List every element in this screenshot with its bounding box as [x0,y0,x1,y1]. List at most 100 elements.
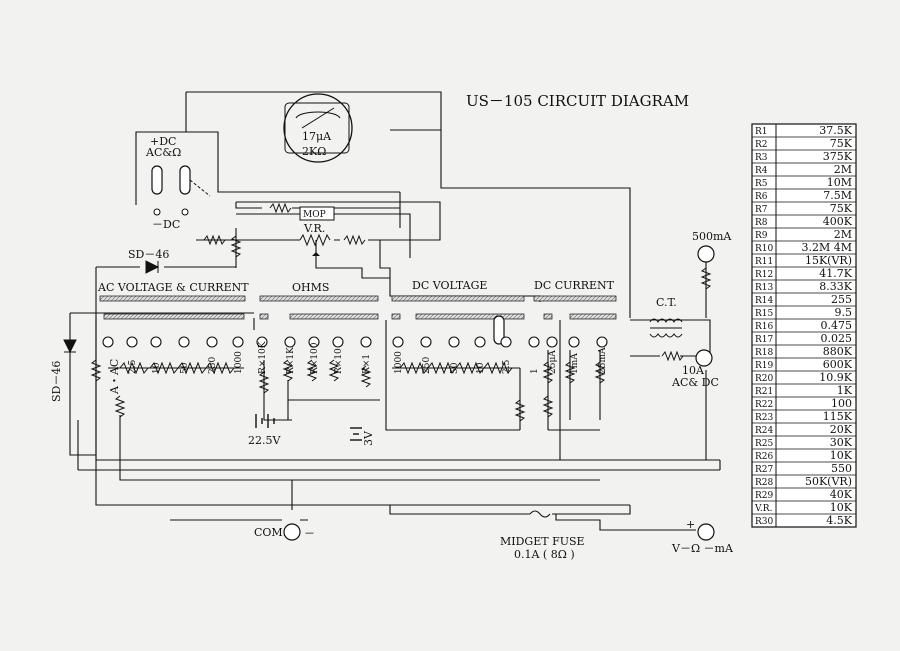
resistor-ref: V.R. [754,504,773,514]
wires [69,91,721,531]
dcv-range-label: 50 [450,362,460,374]
resistor-value: 75K [830,202,853,215]
section-ac-label: AC VOLTAGE & CURRENT [97,281,249,294]
resistor-value: 255 [831,293,852,306]
ohm-range-label: R×1K [286,347,296,374]
resistor-ref: R2 [755,140,768,150]
vr-label: V.R. [303,222,325,235]
ac-contact[interactable] [150,336,162,348]
dcv-range-label: 1000 [394,351,404,374]
function-switch: +DC AC&Ω －DC [145,135,211,231]
diode-left-label: SD－46 [50,361,63,402]
dci-contact[interactable] [568,336,580,348]
resistor-ref: R30 [755,517,774,527]
resistor-ref: R22 [755,400,773,410]
ac-contact[interactable] [126,336,138,348]
resistor-value: 10K [830,501,853,514]
ac-scale-label: A・AC [108,359,121,395]
dcv-contact[interactable] [500,336,512,348]
ohm-contact[interactable] [308,336,320,348]
com-jack[interactable] [283,523,301,541]
resistor-ref: R27 [755,465,774,475]
resistor-ref: R29 [755,491,774,501]
resistor-value: 75K [830,137,853,150]
bus-bars [99,295,617,345]
resistor-value: 30K [830,436,853,449]
resistor-value: 40K [830,488,853,501]
current-transformer [649,318,683,338]
resistor-value: 2M [834,228,852,241]
dcv-contact[interactable] [392,336,404,348]
battery-3v-label: 3V [362,430,375,446]
battery-3v [350,427,362,441]
meter-current-label: 17μA [302,130,332,143]
mop-label: MOP [303,210,326,220]
section-dcv-label: DC VOLTAGE [412,279,487,292]
resistor-ref: R5 [755,179,768,189]
resistor-ref: R21 [755,387,773,397]
resistor-value: 115K [823,410,853,423]
dcv-contact[interactable] [474,336,486,348]
resistor-value: 0.025 [821,332,853,345]
ac-contact[interactable] [178,336,190,348]
resistor-ref: R26 [755,452,774,462]
battery-22v [255,414,275,428]
battery-22v-label: 22.5V [248,434,281,447]
vma-plus: + [686,518,695,531]
resistor-ref: R16 [755,322,774,332]
dcv-contact[interactable] [420,336,432,348]
vma-jack[interactable] [697,523,715,541]
dcv-range-label: 250 [422,357,432,374]
com-minus: － [304,527,315,540]
resistor-value: 0.475 [821,319,853,332]
ohm-contact[interactable] [360,336,372,348]
dci-range-label: 1 [530,368,540,374]
switch-minus-dc-label: －DC [152,218,180,231]
dci-range-label: 25μA [548,350,558,374]
resistor-ref: R10 [755,244,774,254]
ac-range-label: 250 [208,357,218,374]
resistor-value: 20K [830,423,853,436]
dcv-contact[interactable] [448,336,460,348]
mop-vr: MOP V.R. [299,206,335,256]
diode-top-label: SD－46 [128,248,169,261]
acdc-label: AC& DC [671,376,719,389]
dcv-range-label: 2.5 [502,359,512,374]
section-dci-label: DC CURRENT [534,279,615,292]
resistor-ref: R13 [755,283,774,293]
ac-contact[interactable] [232,336,244,348]
resistor-ref: R3 [755,153,768,163]
dci-contact[interactable] [528,336,540,348]
resistor-value: 7.5M [823,189,852,202]
jack-10a[interactable] [695,349,713,367]
ac-common-contact[interactable] [102,336,114,348]
ohm-contact[interactable] [256,336,268,348]
ohm-contact[interactable] [284,336,296,348]
dci-range-label: 1mA [570,353,580,374]
resistor-value: 9.5 [835,306,853,319]
diode-left-symbol [63,339,77,354]
jack-500ma[interactable] [697,245,715,263]
dcv-range-label: 10 [476,362,486,374]
resistor-value: 10.9K [819,371,852,384]
resistor-value: 550 [831,462,852,475]
resistor-value: 10M [827,176,852,189]
dci-range-label: 25mA [598,347,608,374]
resistor-ref: R8 [755,218,768,228]
fuse-symbol [529,510,551,518]
resistor-ref: R17 [755,335,774,345]
ohm-range-label: R×100 [310,342,320,374]
section-ohms-label: OHMS [292,281,329,294]
ohm-contact[interactable] [332,336,344,348]
resistor-value: 8.33K [819,280,852,293]
dci-contact[interactable] [596,336,608,348]
dci-contact[interactable] [546,336,558,348]
switch-ac-ohm-label: AC&Ω [145,146,181,159]
ac-range-label: 1000 [234,351,244,374]
ac-range-label: 10 [152,362,162,374]
ac-contact[interactable] [206,336,218,348]
jack-500ma-label: 500mA [692,230,732,243]
resistor-value: 375K [823,150,853,163]
